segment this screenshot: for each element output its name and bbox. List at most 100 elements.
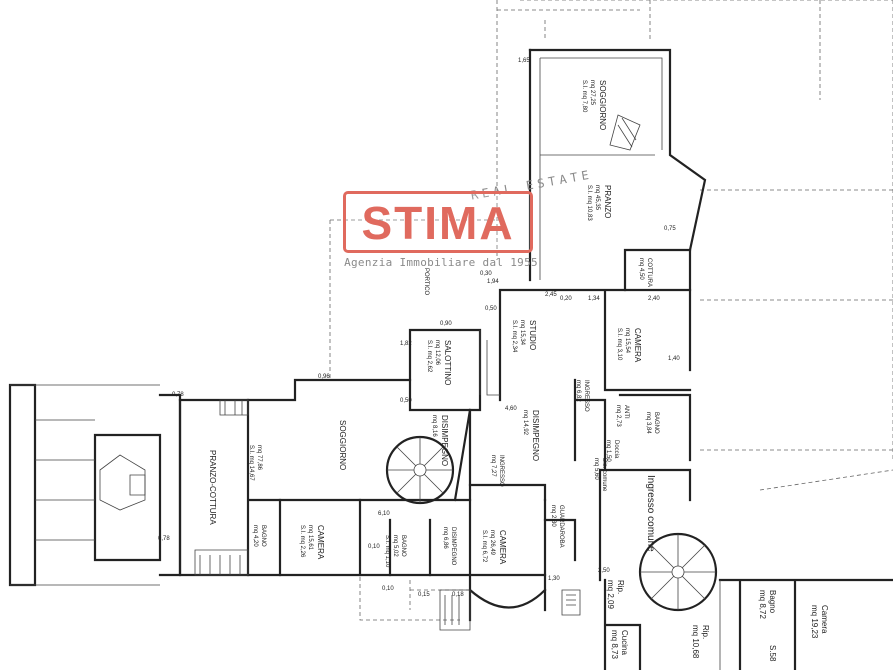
area-anti: mq 2,73: [615, 405, 621, 427]
dim: 1,40: [668, 356, 680, 362]
dim: 2,45: [545, 292, 557, 298]
dim: 1,30: [548, 576, 560, 582]
label-bagno-left: BAGNO: [260, 525, 266, 547]
label-pranzo-cottura: PRANZO-COTTURA: [208, 450, 217, 525]
area-camera-mid: mq 26,49: [489, 530, 495, 556]
label-camera-left: CAMERA: [316, 525, 325, 560]
label-disimpegno-c: DISIMPEGNO: [450, 527, 456, 566]
dim: 0,50: [485, 306, 497, 312]
sub-salottino: S.I. mq 2,62: [426, 340, 432, 373]
area-disimpegno-c: mq 6,86: [442, 527, 448, 549]
sub-soggiorno-top: S.I. mq 7,80: [581, 80, 587, 113]
area-doccia: mq 1,50: [605, 440, 611, 462]
sub-pranzo: S.I. mq 10,83: [586, 185, 592, 221]
label-studio: STUDIO: [528, 320, 537, 350]
dim: 1,34: [588, 296, 600, 302]
label-cucina: Cucina: [620, 630, 629, 655]
label-ingresso-b: INGRESSO: [498, 455, 504, 487]
sub-camera-left: S.I. mq 2,26: [299, 525, 305, 558]
dim: 2,40: [648, 296, 660, 302]
area-soggiorno-top: mq 27,25: [589, 80, 595, 106]
room-labels: SOGGIORNO mq 27,25 S.I. mq 7,80 PRANZO m…: [208, 80, 829, 662]
area-cucina: mq 8,73: [610, 630, 619, 659]
area-bagno-mid: mq 5,02: [392, 535, 398, 557]
property-boundary-lines: [329, 0, 893, 621]
area-disimpegno-b: mq 14,92: [522, 410, 528, 436]
dim: 2,50: [598, 568, 610, 574]
logo-word: STIMA: [361, 197, 515, 249]
label-disimpegno-b: DISIMPEGNO: [531, 410, 540, 461]
label-doccia: Doccia: [613, 440, 619, 459]
dim: 1,65: [518, 58, 530, 64]
sub-studio: S.I. mq 2,34: [511, 320, 517, 353]
area-rip-big: mq 10,68: [691, 625, 700, 659]
area-bagno-right: mq 3,84: [645, 412, 651, 434]
area-ingresso-b: mq 7,27: [490, 455, 496, 477]
dim: 0,20: [560, 296, 572, 302]
dim: 1,82: [400, 341, 412, 347]
dim: 4,60: [505, 406, 517, 412]
left-wing-walls: [8, 383, 249, 587]
label-bagno-br: Bagno: [768, 590, 777, 614]
lower-right-walls: [439, 578, 893, 670]
upper-wing-walls: [528, 48, 707, 372]
dim: 1,94: [487, 279, 499, 285]
label-rip-big: Rip.: [701, 625, 710, 639]
area-camera-left: mq 15,61: [307, 525, 313, 551]
dim: 6,10: [378, 511, 390, 517]
sub-camera-right: S.I. mq 3,10: [616, 328, 622, 361]
logo-tagline: Agenzia Immobiliare dal 1955: [344, 256, 538, 269]
sub-soggiorno-main: S.I. mq 14,67: [248, 445, 254, 481]
dim: 0,78: [158, 536, 170, 542]
dim: 0,15: [418, 592, 430, 598]
label-soggiorno-top: SOGGIORNO: [598, 80, 607, 130]
spiral-stair-main: [385, 435, 455, 505]
label-soggiorno-main: SOGGIORNO: [338, 420, 347, 470]
label-ingresso-comune: Ingresso comune: [645, 475, 656, 552]
sub-bagno-br: S.58: [768, 645, 777, 662]
dim: 0,10: [382, 586, 394, 592]
label-dis-comune: Dis. comune: [601, 458, 607, 492]
area-ingresso-a: mq 6,82: [575, 380, 581, 402]
label-bagno-right: BAGNO: [653, 412, 659, 434]
sub-bagno-mid: S.I. mq 1,10: [384, 535, 390, 568]
dim: 0,96: [318, 374, 330, 380]
area-camera-br: mq 19,23: [810, 605, 819, 639]
agency-logo: STIMA: [343, 191, 533, 253]
area-pranzo: mq 45,35: [594, 185, 600, 211]
dim: 0,78: [172, 392, 184, 398]
label-salottino: SALOTTINO: [443, 340, 452, 385]
label-pranzo: PRANZO: [603, 185, 612, 218]
label-guardaroba: GUARDAROBA: [558, 505, 564, 548]
area-disimpegno-a: mq 8,16: [431, 415, 437, 437]
label-camera-mid: CAMERA: [498, 530, 507, 565]
dim: 0,18: [452, 592, 464, 598]
label-camera-right: CAMERA: [633, 328, 642, 363]
dim: 0,50: [400, 398, 412, 404]
area-soggiorno-main: mq 77,86: [256, 445, 262, 471]
area-cottura-top: mq 4,50: [638, 258, 644, 280]
label-ingresso-a: INGRESSO: [583, 380, 589, 412]
label-cottura-top: COTTURA: [646, 258, 652, 287]
dim: 0,10: [368, 544, 380, 550]
area-salottino: mq 12,06: [434, 340, 440, 366]
label-bagno-mid: BAGNO: [400, 535, 406, 557]
area-studio: mq 15,34: [519, 320, 525, 346]
area-bagno-left: mq 4,20: [252, 525, 258, 547]
label-anti: ANTI: [623, 405, 629, 419]
label-disimpegno-a: DISIMPEGNO: [440, 415, 449, 466]
area-dis-comune: mq 5,60: [593, 458, 599, 480]
sub-camera-mid: S.I. mq 6,72: [481, 530, 487, 563]
area-bagno-br: mq 8,72: [758, 590, 767, 619]
label-camera-br: Camera: [820, 605, 829, 634]
label-rip-small: Rip.: [616, 580, 625, 594]
dim: 0,90: [440, 321, 452, 327]
label-portico: PORTICO: [423, 268, 429, 296]
area-guardaroba: mq 2,30: [550, 505, 556, 527]
dim: 0,30: [480, 271, 492, 277]
dim: 0,75: [664, 226, 676, 232]
dimension-labels: 1,65 0,75 2,40 1,34 0,20 2,45 1,40 0,10 …: [158, 58, 680, 598]
spiral-stair-common: [638, 532, 718, 612]
area-camera-right: mq 15,54: [624, 328, 630, 354]
